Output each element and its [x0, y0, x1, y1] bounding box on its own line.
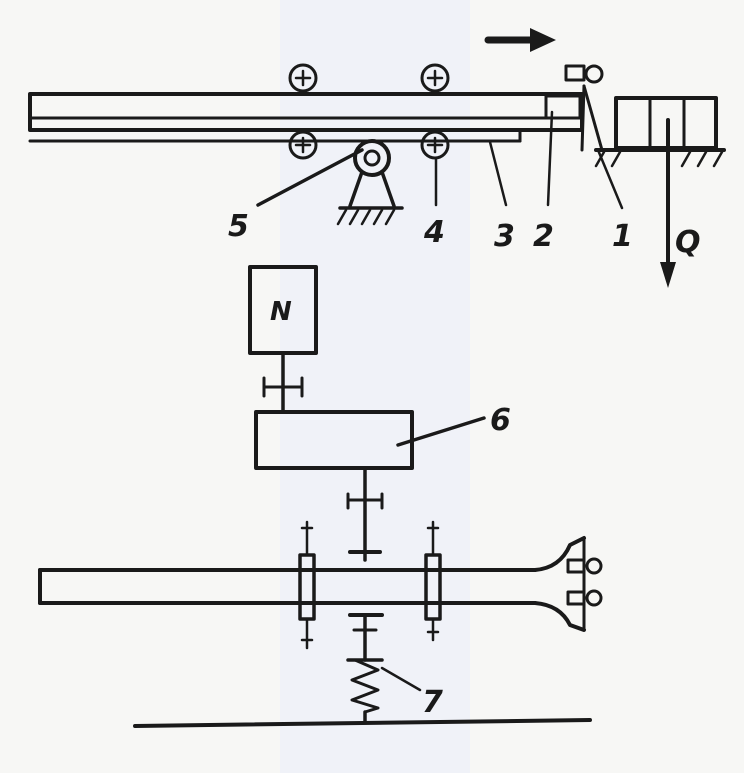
spring-support-7	[346, 613, 384, 724]
label-6: 6	[490, 403, 511, 438]
upper-roller-right	[420, 63, 450, 93]
gearbox-6	[254, 410, 414, 470]
motor-n: N	[248, 265, 318, 355]
lower-guide-left	[298, 520, 316, 650]
stop-2	[544, 94, 582, 120]
coupling-upper	[262, 351, 304, 414]
leader-5	[256, 148, 364, 207]
coupling-lower	[346, 466, 384, 562]
guide-3	[28, 128, 522, 143]
lower-roller-left	[288, 130, 318, 160]
label-2: 2	[533, 219, 554, 254]
ground-base	[133, 718, 592, 728]
leader-7	[380, 666, 422, 692]
label-1: 1	[612, 219, 633, 254]
drive-roller-5	[336, 139, 404, 226]
press-tool-1	[564, 64, 604, 152]
label-5: 5	[228, 209, 249, 244]
workpiece-bar-lower	[38, 536, 586, 632]
upper-roller-left	[288, 63, 318, 93]
leader-1	[596, 148, 624, 210]
label-q: Q	[675, 225, 701, 260]
lower-guide-right	[424, 520, 442, 642]
lower-roller-4	[420, 130, 450, 160]
load-arrow-q	[660, 118, 676, 288]
press-tool-lower	[566, 557, 603, 607]
motor-label: N	[270, 297, 292, 327]
feed-direction-arrow	[484, 28, 556, 52]
leader-2	[546, 110, 554, 207]
leader-6	[396, 416, 486, 447]
label-3: 3	[494, 219, 515, 254]
label-7: 7	[422, 685, 443, 720]
die-block	[594, 96, 726, 168]
label-4: 4	[423, 215, 445, 250]
leader-3	[488, 140, 508, 207]
workpiece-bar	[28, 92, 584, 132]
